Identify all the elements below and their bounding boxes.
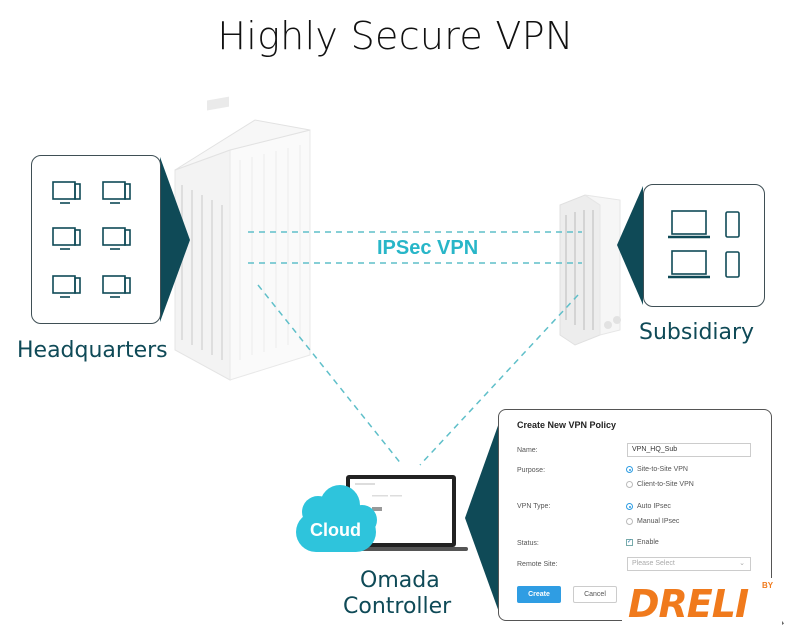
laptop-device-icon — [668, 210, 710, 239]
purpose-option-client-to-site[interactable]: Client-to-Site VPN — [626, 481, 694, 488]
subsidiary-label: Subsidiary — [639, 320, 755, 345]
name-label: Name: — [517, 447, 538, 454]
desktop-computer-icon — [52, 275, 81, 298]
subsidiary-pointer — [617, 186, 643, 305]
desktop-computer-icon — [52, 181, 81, 204]
subsidiary-devices — [668, 210, 740, 279]
subsidiary-card — [643, 184, 765, 307]
radio-selected-icon — [626, 466, 633, 473]
hq-pointer — [160, 157, 190, 322]
headquarters-building — [174, 96, 311, 381]
dreli-logo-text: DRELI — [628, 582, 749, 626]
dialog-pointer — [465, 420, 500, 615]
dialog-title: Create New VPN Policy — [517, 420, 617, 430]
purpose-option-site-to-site[interactable]: Site-to-Site VPN — [626, 466, 688, 473]
dreli-by-text: BY — [762, 581, 774, 590]
radio-icon — [626, 481, 633, 488]
desktop-computer-icon — [102, 275, 131, 298]
smartphone-icon — [725, 211, 740, 238]
chevron-down-icon: ⌄ — [739, 560, 745, 567]
desktop-computer-icon — [102, 181, 131, 204]
subsidiary-controller-link — [419, 294, 579, 466]
remote-site-label: Remote Site: — [517, 561, 558, 568]
headquarters-card — [31, 155, 161, 324]
desktop-computer-icon — [52, 227, 81, 250]
smartphone-icon — [725, 251, 740, 278]
cancel-button[interactable]: Cancel — [573, 586, 617, 603]
subsidiary-building — [559, 194, 621, 346]
radio-icon — [626, 518, 633, 525]
hq-devices — [52, 181, 131, 298]
create-button[interactable]: Create — [517, 586, 561, 603]
laptop-device-icon — [668, 250, 710, 279]
vpn-links — [248, 231, 582, 466]
name-input[interactable]: VPN_HQ_Sub — [627, 443, 751, 457]
vpn-type-option-manual[interactable]: Manual IPsec — [626, 518, 679, 525]
cloud-icon — [296, 485, 377, 552]
ipsec-vpn-label: IPSec VPN — [377, 237, 479, 259]
vpn-type-label: VPN Type: — [517, 503, 551, 510]
laptop-icon — [334, 475, 468, 551]
radio-selected-icon — [626, 503, 633, 510]
status-enable-checkbox[interactable]: ✓Enable — [626, 539, 659, 546]
page-title: Highly Secure VPN — [217, 14, 574, 58]
status-label: Status: — [517, 540, 539, 547]
cloud-label: Cloud — [310, 520, 361, 540]
checkmark-icon: ✓ — [626, 539, 633, 546]
vpn-type-option-auto[interactable]: Auto IPsec — [626, 503, 671, 510]
headquarters-label: Headquarters — [17, 338, 168, 363]
controller-label-line1: Omada — [360, 568, 440, 593]
purpose-label: Purpose: — [517, 467, 546, 474]
desktop-computer-icon — [102, 227, 131, 250]
controller-label-line2: Controller — [343, 594, 452, 619]
dreli-watermark: DRELI BY — [622, 578, 782, 632]
hq-controller-link — [257, 284, 403, 466]
remote-site-select[interactable]: Please Select⌄ — [627, 557, 751, 571]
